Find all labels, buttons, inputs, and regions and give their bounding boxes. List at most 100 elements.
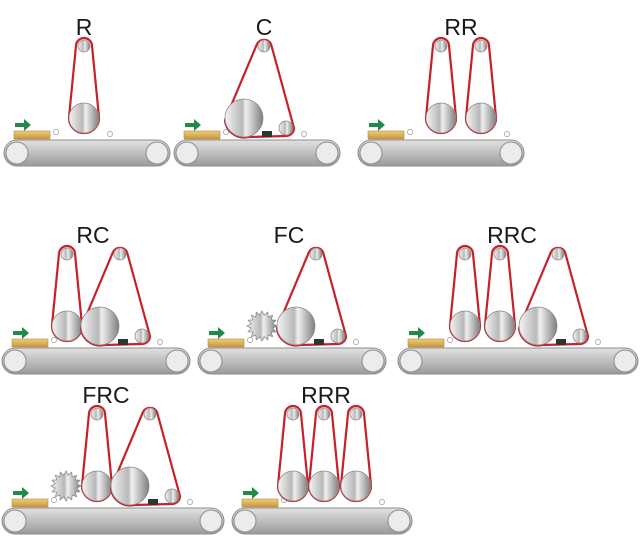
machine-label: RRC <box>487 222 537 248</box>
drive-drum <box>199 349 223 373</box>
tail-drum <box>499 141 523 165</box>
conveyor-bed <box>3 139 171 167</box>
tension-roller <box>164 488 180 504</box>
conveyor-body <box>197 347 387 375</box>
idler-roller <box>257 39 271 53</box>
conveyor-bed <box>231 507 413 535</box>
contact-roller <box>224 98 264 138</box>
idler-roller <box>90 407 104 421</box>
drive-drum <box>233 509 257 533</box>
machine-frc: FRC <box>1 382 225 535</box>
drive-drum <box>359 141 383 165</box>
tension-roller <box>278 120 294 136</box>
conveyor-bed <box>173 139 341 167</box>
machine-label: RRR <box>301 382 351 408</box>
combination-head-3 <box>517 246 590 347</box>
contact-roller <box>465 102 497 134</box>
contact-roller <box>80 306 120 346</box>
contact-roller <box>276 306 316 346</box>
idler-roller <box>77 39 91 53</box>
roller-head-1 <box>424 36 458 135</box>
tail-drum <box>165 349 189 373</box>
idler-roller <box>434 39 448 53</box>
roller-head-1 <box>276 404 310 503</box>
machine-label: FC <box>274 222 305 248</box>
contact-roller <box>518 306 558 346</box>
platen-pad <box>314 339 324 345</box>
drive-drum <box>3 509 27 533</box>
drive-drum <box>5 141 29 165</box>
combination-head-2 <box>79 246 152 347</box>
exit-pressure-roller <box>595 339 601 345</box>
combination-head-1 <box>223 38 296 139</box>
pressure-roller <box>53 129 59 135</box>
tension-roller <box>572 328 588 344</box>
exit-pressure-roller <box>353 339 359 345</box>
roller-head-2 <box>464 36 498 135</box>
workpiece-board <box>407 338 445 348</box>
tail-drum <box>315 141 339 165</box>
feed-arrow-icon <box>13 487 29 499</box>
machine-c: C <box>173 14 341 167</box>
idler-roller <box>317 407 331 421</box>
pressure-roller <box>247 337 253 343</box>
feed-arrow-icon <box>369 119 385 131</box>
conveyor-bed <box>1 507 225 535</box>
idler-roller <box>458 247 472 261</box>
machine-r: R <box>3 14 171 167</box>
drive-drum <box>399 349 423 373</box>
roller-head-1 <box>448 244 482 343</box>
conveyor-body <box>173 139 341 167</box>
exit-pressure-roller <box>379 499 385 505</box>
contact-roller <box>340 470 372 502</box>
idler-roller <box>349 407 363 421</box>
pressure-roller <box>447 337 453 343</box>
planer-head-1 <box>50 470 82 502</box>
roller-head-1 <box>50 244 84 343</box>
idler-roller <box>143 407 157 421</box>
contact-roller <box>51 310 83 342</box>
conveyor-body <box>357 139 525 167</box>
pressure-roller <box>407 129 413 135</box>
machine-label: C <box>256 14 273 40</box>
idler-roller <box>60 247 74 261</box>
roller-head-2 <box>307 404 341 503</box>
conveyor-body <box>1 347 191 375</box>
roller-head-1 <box>67 36 101 135</box>
machine-fc: FC <box>197 222 387 375</box>
conveyor-bed <box>397 347 639 375</box>
planer-head-1 <box>246 310 278 342</box>
machine-label: R <box>76 14 93 40</box>
contact-roller <box>308 470 340 502</box>
feed-arrow-icon <box>15 119 31 131</box>
roller-head-2 <box>80 404 114 503</box>
exit-pressure-roller <box>157 339 163 345</box>
tail-drum <box>613 349 637 373</box>
contact-roller <box>449 310 481 342</box>
feed-arrow-icon <box>409 327 425 339</box>
pressure-roller <box>223 129 229 135</box>
platen-pad <box>118 339 128 345</box>
workpiece-board <box>11 338 49 348</box>
workpiece-board <box>13 130 51 140</box>
idler-roller <box>474 39 488 53</box>
machine-rrc: RRC <box>397 222 639 375</box>
contact-roller <box>68 102 100 134</box>
feed-arrow-icon <box>209 327 225 339</box>
tail-drum <box>145 141 169 165</box>
exit-pressure-roller <box>107 131 113 137</box>
machine-label: FRC <box>82 382 129 408</box>
conveyor-body <box>231 507 413 535</box>
conveyor-body <box>1 507 225 535</box>
tail-drum <box>199 509 223 533</box>
machine-label: RR <box>444 14 477 40</box>
contact-roller <box>110 466 150 506</box>
machine-rr: RR <box>357 14 525 167</box>
platen-pad <box>556 339 566 345</box>
exit-pressure-roller <box>504 131 510 137</box>
idler-roller <box>113 247 127 261</box>
contact-roller <box>484 310 516 342</box>
pressure-roller <box>51 497 57 503</box>
tail-drum <box>387 509 411 533</box>
contact-roller <box>425 102 457 134</box>
